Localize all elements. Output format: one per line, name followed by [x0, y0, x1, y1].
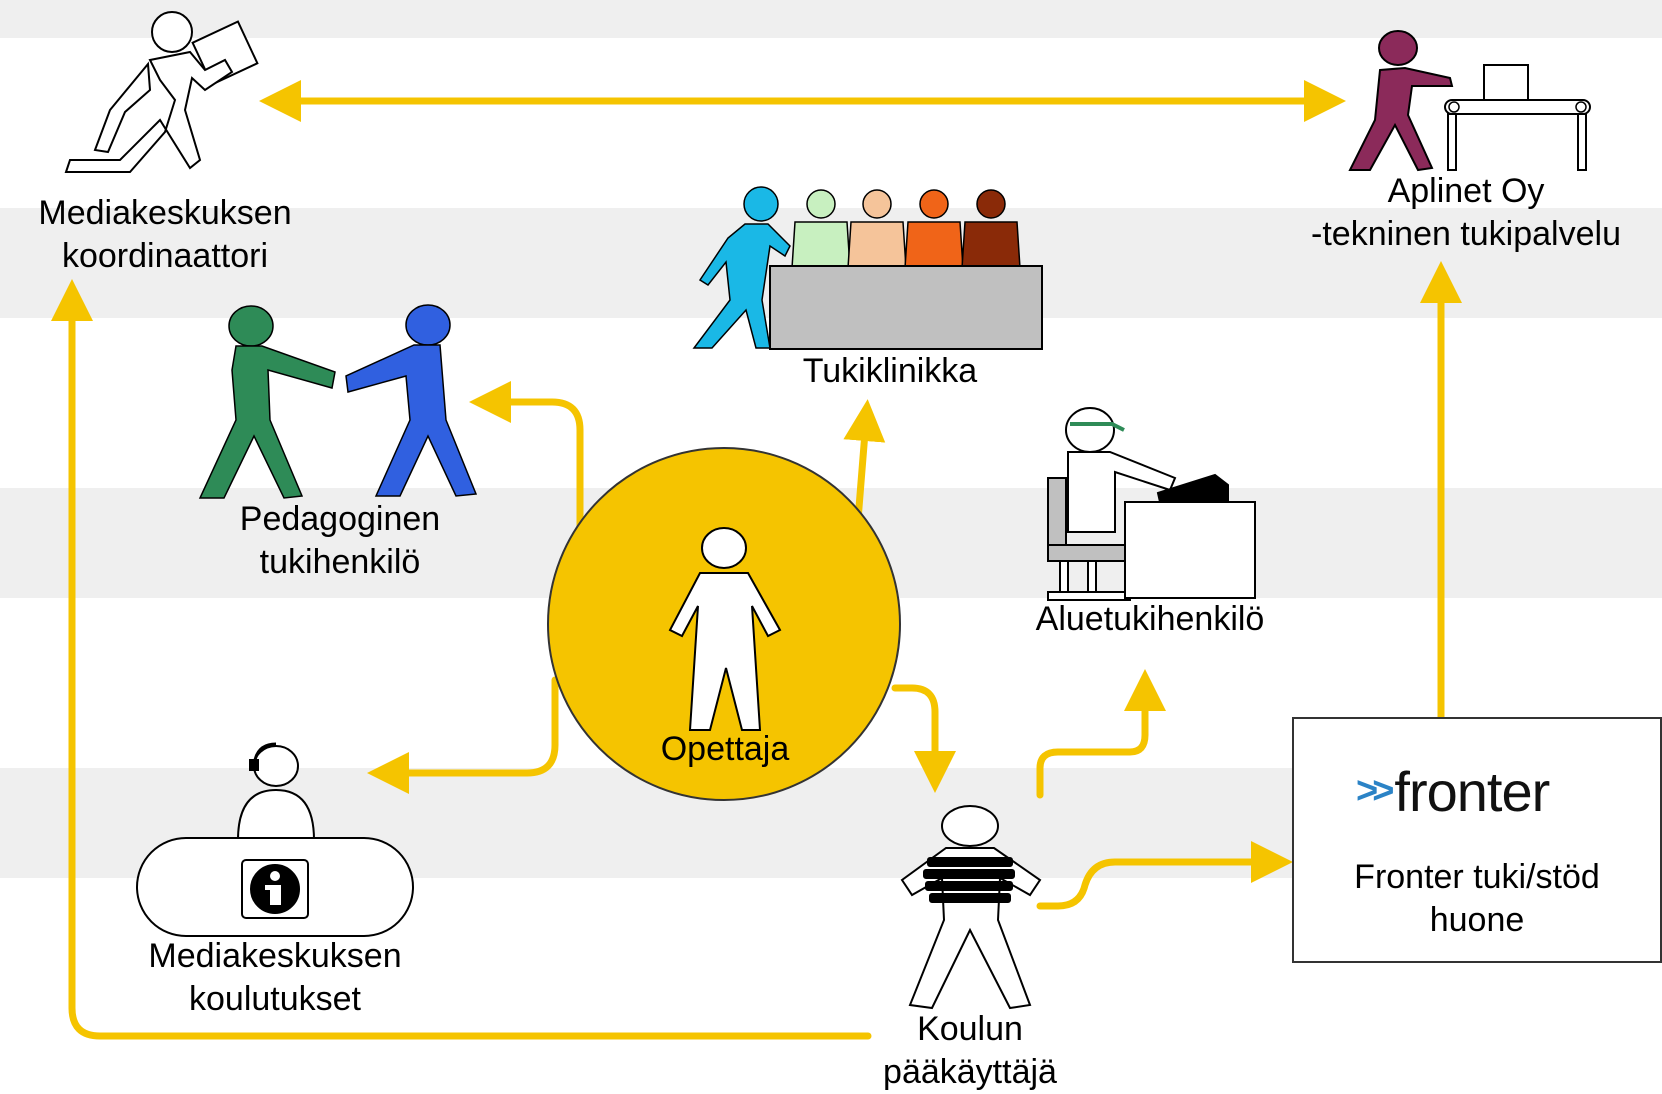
coordinator-label: Mediakeskuksen koordinaattori — [38, 194, 292, 275]
arrow-teacher-to-clinic — [843, 399, 886, 524]
arrow-teacher-to-admin — [891, 684, 956, 793]
book-carrier-icon — [900, 805, 1042, 1010]
arrow-teacher-to-trainings — [367, 676, 559, 794]
fronter-chevron-icon: >> — [1356, 770, 1394, 812]
arrow-admin-to-coordinator — [51, 279, 872, 1040]
clinic-label: Tukiklinikka — [802, 352, 978, 390]
trainings-label: Mediakeskuksen koulutukset — [148, 937, 402, 1018]
factory-worker-icon — [1348, 30, 1591, 172]
background-band — [0, 0, 1662, 38]
fronter-logo-text: fronter — [1394, 760, 1550, 823]
area-support-label: Aluetukihenkilö — [1035, 600, 1265, 638]
fronter-label: Fronter tuki/stöd huone — [1354, 858, 1600, 939]
teacher-label: Opettaja — [660, 730, 790, 768]
fronter-support-room: >>fronter Fronter tuki/stöd huone — [1292, 717, 1662, 963]
pedagogical-label: Pedagoginen tukihenkilö — [239, 500, 441, 581]
computer-user-icon — [1047, 407, 1256, 601]
arrow-teacher-to-pedagogical — [469, 381, 584, 534]
box-carrier-icon — [64, 11, 259, 173]
teacher-figure-icon — [668, 527, 782, 731]
support-clinic-group-icon — [692, 186, 1043, 350]
school-admin-label: Koulun pääkäyttäjä — [883, 1010, 1057, 1091]
fronter-logo: >>fronter — [1356, 759, 1550, 824]
handshake-people-icon — [198, 304, 478, 499]
aplinet-label: Aplinet Oy -tekninen tukipalvelu — [1311, 172, 1621, 253]
arrow-admin-to-area-support — [1036, 669, 1166, 799]
info-desk-icon — [136, 742, 414, 937]
arrow-admin-to-fronter — [1036, 841, 1293, 910]
